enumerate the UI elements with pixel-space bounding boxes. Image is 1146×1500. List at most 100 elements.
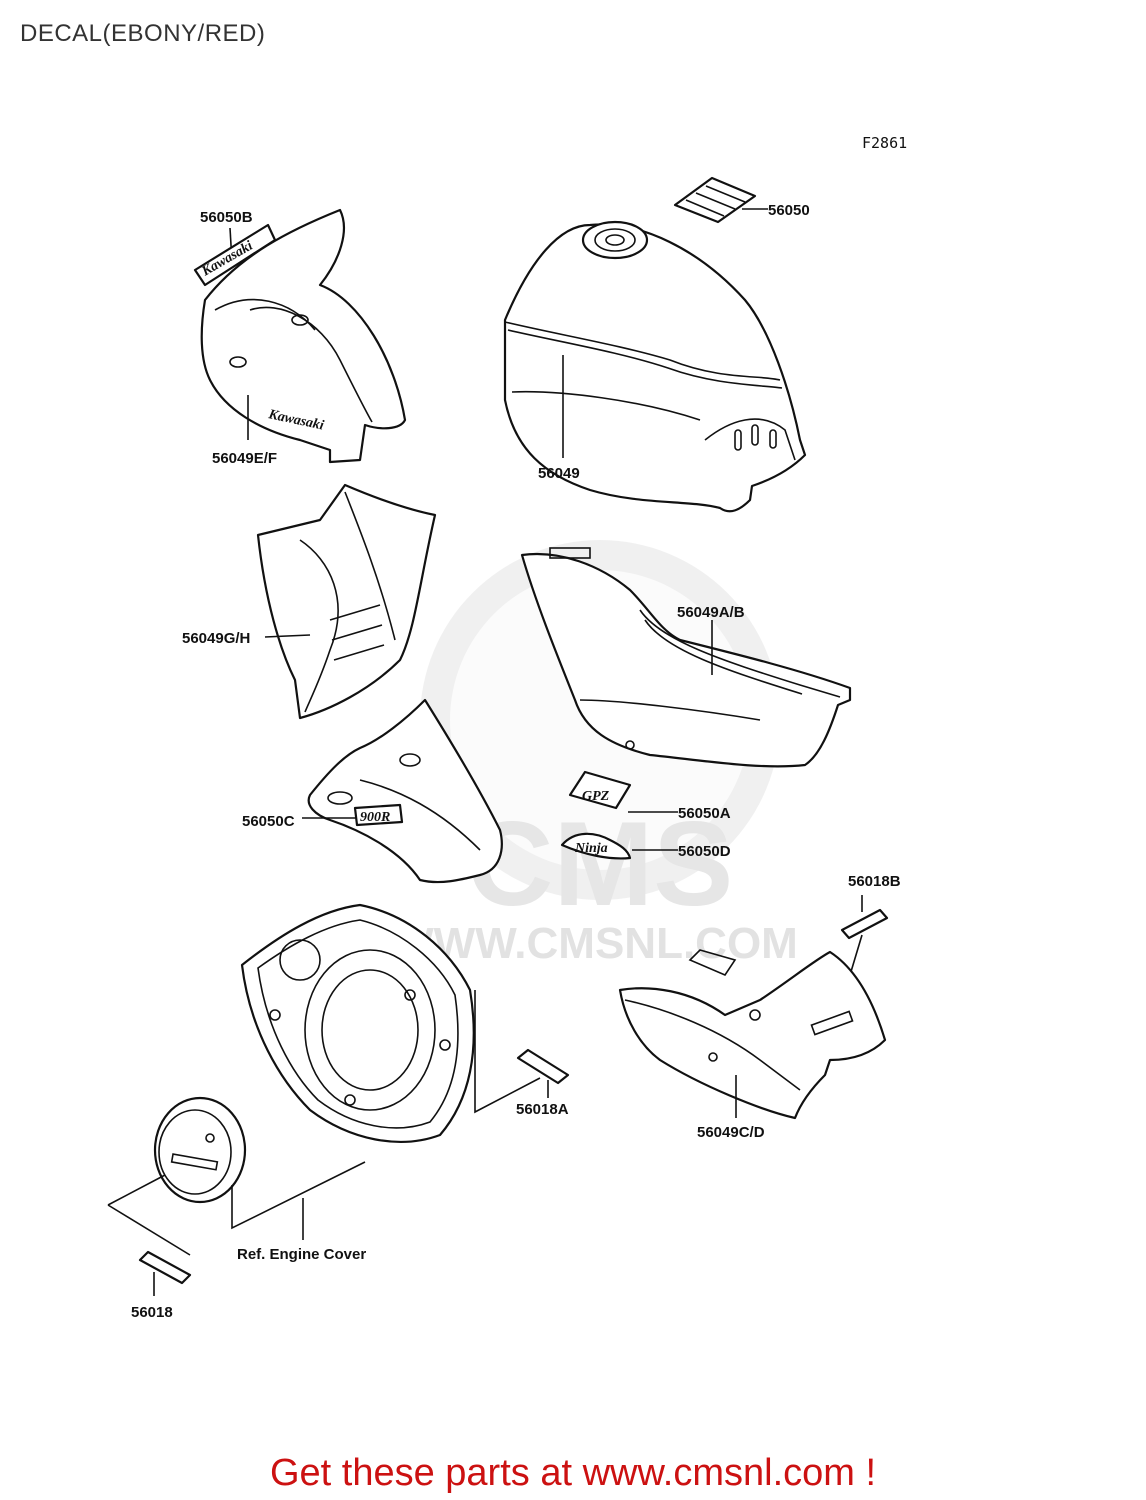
engine-housing-inner-ring xyxy=(321,969,419,1091)
decal-56050-stripe xyxy=(705,185,746,203)
decal-56050A-lettering: GPZ xyxy=(582,789,610,804)
fairing-vent xyxy=(291,314,309,326)
fuel-cap xyxy=(581,220,649,260)
label-56049AB: 56049A/B xyxy=(677,604,745,621)
tail-grommet xyxy=(708,1052,718,1062)
label-56018: 56018 xyxy=(131,1304,173,1321)
lower-panel-body xyxy=(256,483,437,720)
small-cover-rim xyxy=(158,1109,232,1195)
fairing-contour xyxy=(214,298,316,331)
ref-engine-cover-callout: Ref. Engine Cover xyxy=(231,1161,366,1263)
chin-body xyxy=(307,698,503,884)
side-cover-stripe xyxy=(639,609,841,698)
decal-56050C-lettering: 900R xyxy=(360,810,390,825)
leader-56049GH xyxy=(264,634,311,638)
engine-small-cover xyxy=(153,1096,247,1204)
decal-56050-stripe xyxy=(685,199,725,217)
decal-56050-stripe xyxy=(695,192,736,210)
lower-panel-contour xyxy=(299,539,339,713)
side-cover-stripe xyxy=(644,619,803,695)
decal-56018A-shape xyxy=(516,1048,570,1085)
watermark-url-text: WWW.CMSNL.COM xyxy=(392,919,798,968)
tail-grommet xyxy=(749,1009,761,1021)
fairing-vent xyxy=(229,356,247,368)
decal-56050D-shape xyxy=(560,832,632,860)
part-56050D-decal: Ninja 56050D xyxy=(560,832,731,860)
part-56050A-decal: GPZ 56050A xyxy=(568,770,731,822)
tail-decal-slot xyxy=(810,1010,854,1036)
tank-slot xyxy=(751,424,759,446)
lower-panel-contour xyxy=(344,491,396,641)
engine-housing-boss xyxy=(279,939,321,981)
chin-vent xyxy=(327,791,353,805)
tank-edge-line xyxy=(507,329,783,389)
fairing-body xyxy=(200,208,407,464)
ref-engine-cover-label: Ref. Engine Cover xyxy=(237,1246,366,1263)
decal-56050A-shape xyxy=(568,770,632,810)
part-56018A-decal: 56018A xyxy=(474,990,570,1118)
fairing-contour xyxy=(249,306,373,423)
engine-gasket xyxy=(240,903,475,1143)
tank-rear-mount xyxy=(704,418,796,461)
label-56049EF: 56049E/F xyxy=(212,450,277,467)
label-56049GH: 56049G/H xyxy=(182,630,250,647)
tail-mount xyxy=(688,949,737,976)
leader-56018-lower xyxy=(107,1204,191,1256)
chin-contour xyxy=(359,779,481,851)
footer-cta-link[interactable]: Get these parts at www.cmsnl.com ! xyxy=(269,1452,877,1494)
lower-panel-grille xyxy=(333,644,385,661)
part-56018-decal: 56018 xyxy=(107,1174,192,1321)
tank-slot xyxy=(769,429,777,449)
label-56050B: 56050B xyxy=(200,209,253,226)
side-cover-contour xyxy=(579,699,761,721)
figure-code: F2861 xyxy=(862,134,907,152)
engine-housing-ring xyxy=(304,949,436,1111)
engine-bolt xyxy=(404,989,416,1001)
ref-bracket xyxy=(231,1161,366,1230)
fuel-cap-ring xyxy=(594,228,636,252)
label-56050: 56050 xyxy=(768,202,810,219)
tank-contour xyxy=(511,390,701,421)
page-title: DECAL(EBONY/RED) xyxy=(20,20,266,47)
label-56050C: 56050C xyxy=(242,813,295,830)
part-56049AB-side-cover: 56049A/B xyxy=(520,547,852,768)
part-56049GH-lower-panel: 56049G/H xyxy=(182,483,437,720)
leader-56018A-bracket xyxy=(474,990,541,1114)
part-56050C-chin-fairing: 900R 56050C xyxy=(242,698,503,884)
label-56018A: 56018A xyxy=(516,1101,569,1118)
label-56050D: 56050D xyxy=(678,843,731,860)
small-cover-bolt xyxy=(205,1133,215,1143)
side-cover-body xyxy=(520,553,852,768)
side-cover-grommet xyxy=(625,740,635,750)
label-56049: 56049 xyxy=(538,465,580,482)
decal-56018-shape xyxy=(138,1250,192,1285)
decal-56050C-shape xyxy=(353,803,404,827)
side-cover-tab xyxy=(549,547,591,559)
tank-slot xyxy=(734,429,742,451)
lower-panel-grille xyxy=(329,604,381,621)
decal-56050D-lettering: Ninja xyxy=(574,841,608,856)
lower-panel-grille xyxy=(331,624,383,641)
leader-56018-upper xyxy=(107,1174,166,1206)
label-56050A: 56050A xyxy=(678,805,731,822)
fuel-cap-center xyxy=(605,234,625,246)
engine-cover-assembly xyxy=(240,903,475,1143)
engine-gasket-inner xyxy=(257,919,459,1129)
tail-body xyxy=(618,950,887,1120)
small-cover-decal-slot xyxy=(170,1153,219,1171)
tank-edge-line xyxy=(504,321,781,381)
label-56049CD: 56049C/D xyxy=(697,1124,765,1141)
part-56049EF-upper-fairing: 56050B Kawasaki Kawasaki 56049E/F xyxy=(193,208,407,467)
tail-contour xyxy=(624,999,801,1091)
engine-bolt xyxy=(344,1094,356,1106)
engine-bolt xyxy=(439,1039,451,1051)
part-56049-fuel-tank: 56049 xyxy=(503,220,807,513)
label-56018B: 56018B xyxy=(848,873,901,890)
part-56050-decal: 56050 xyxy=(673,176,810,224)
watermark-logo-text: CMS xyxy=(467,797,734,931)
engine-bolt xyxy=(269,1009,281,1021)
decal-56018B-shape xyxy=(840,908,889,940)
part-56049CD-tail-cover: 56018B 56049C/D xyxy=(618,873,901,1141)
chin-vent xyxy=(399,753,421,767)
